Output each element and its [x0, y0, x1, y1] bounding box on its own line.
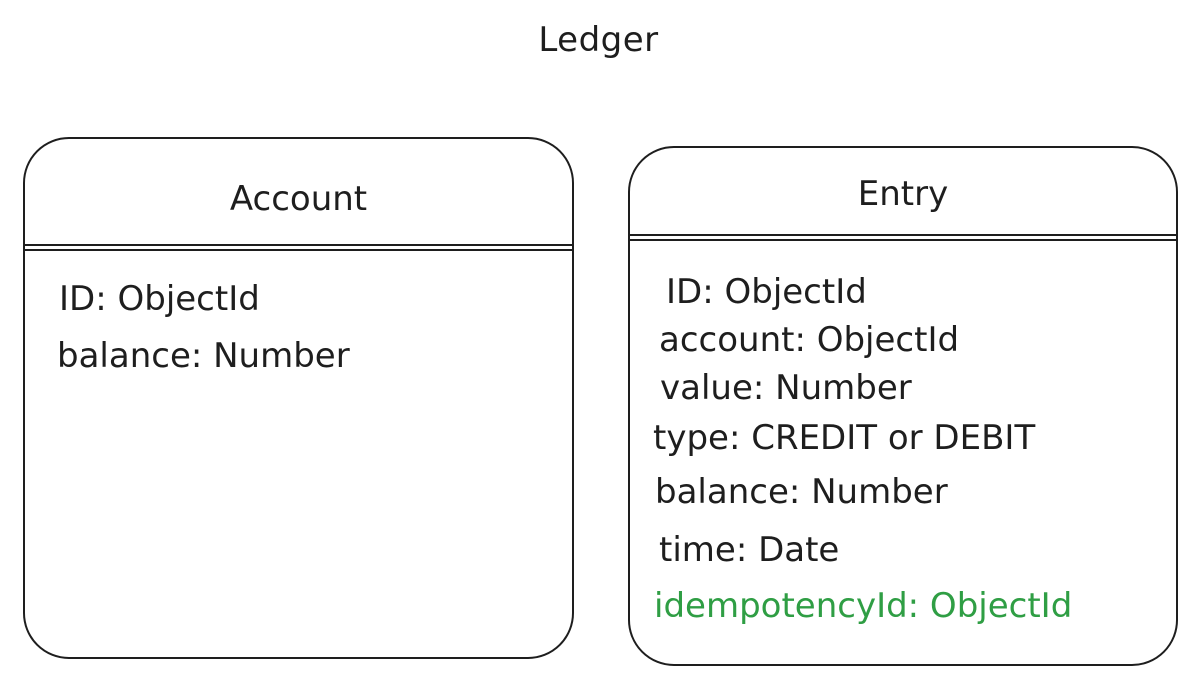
entity-box-entry[interactable]: Entry ID: ObjectId account: ObjectId val…	[628, 146, 1178, 666]
entity-name: Account	[229, 179, 368, 219]
entity-field: ID: ObjectId	[666, 272, 867, 312]
entity-field: type: CREDIT or DEBIT	[653, 418, 1036, 458]
entity-divider	[628, 234, 1178, 241]
entity-field: time: Date	[659, 530, 840, 570]
entity-field: account: ObjectId	[659, 320, 960, 360]
entity-field: ID: ObjectId	[59, 279, 260, 319]
entity-box-account[interactable]: Account ID: ObjectId balance: Number	[23, 137, 574, 659]
entity-divider	[23, 244, 574, 251]
entity-name: Entry	[857, 174, 949, 214]
entity-field: value: Number	[660, 368, 912, 408]
entity-field: balance: Number	[57, 336, 350, 376]
entity-field-highlighted: idempotencyId: ObjectId	[654, 586, 1073, 626]
diagram-title: Ledger	[538, 20, 659, 60]
entity-field: balance: Number	[655, 472, 948, 512]
